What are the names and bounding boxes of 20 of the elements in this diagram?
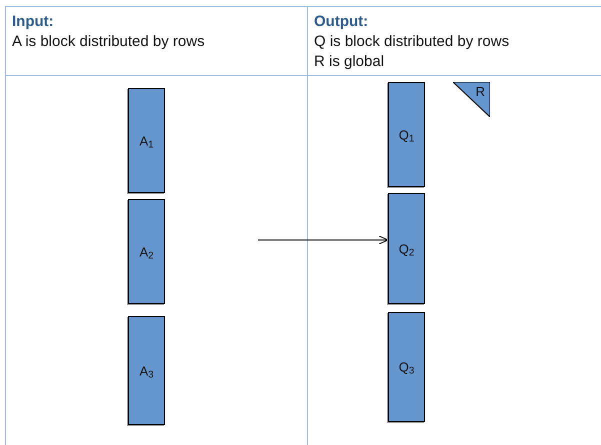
arrow — [258, 236, 388, 244]
column-heading: Input: — [12, 12, 55, 32]
block-label: Q$_{2}$ — [398, 241, 414, 256]
cell-text: R is global — [314, 52, 386, 72]
block-rectangle — [128, 199, 165, 304]
block-rectangle — [388, 312, 425, 422]
block-label: A$_{3}$ — [139, 363, 154, 378]
block-rectangle — [128, 88, 165, 193]
block-rectangle — [388, 82, 425, 187]
block-label: A$_{2}$ — [139, 244, 154, 259]
block-rectangle — [388, 193, 425, 304]
triangle-shape — [453, 82, 490, 117]
block-label: Q$_{3}$ — [398, 360, 414, 374]
block-rectangle — [128, 316, 165, 425]
block-label: A$_{1}$ — [139, 133, 154, 148]
cell-text: Q is block distributed by rows — [314, 32, 510, 52]
cell-text: A is block distributed by rows — [12, 32, 205, 52]
block-label: Q$_{1}$ — [398, 127, 414, 142]
column-heading: Output: — [314, 12, 370, 32]
block-label: R — [476, 84, 485, 99]
